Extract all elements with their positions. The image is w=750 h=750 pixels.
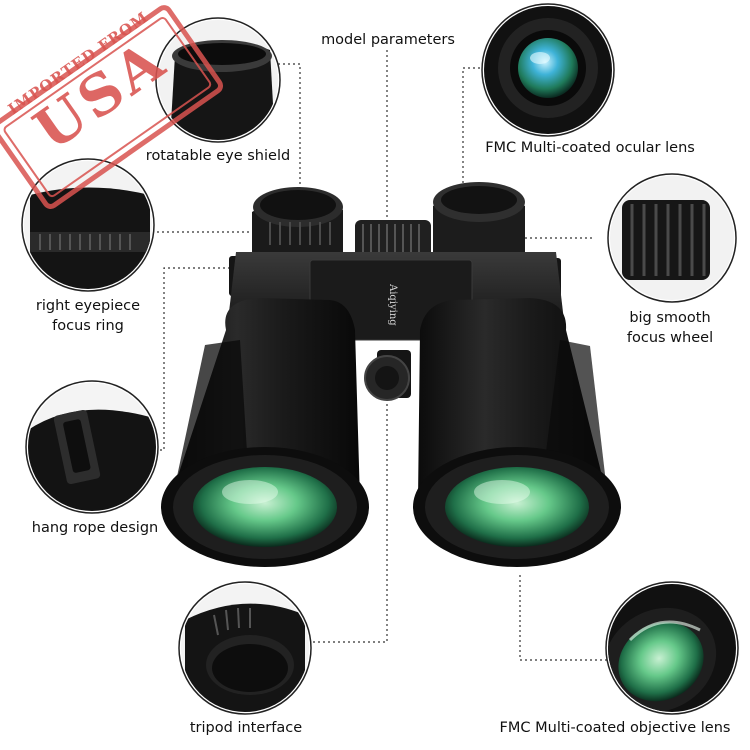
imported-from-usa-stamp (0, 5, 224, 209)
ocular-lens-detail (481, 3, 615, 137)
label-rotatable-eye-shield: rotatable eye shield (145, 148, 291, 164)
label-focus-wheel-line1: big smooth (629, 310, 711, 326)
label-objective-lens: FMC Multi-coated objective lens (499, 720, 731, 736)
label-model-parameters: model parameters (321, 32, 455, 48)
hang-rope-detail (25, 380, 159, 514)
connector-lines (150, 50, 607, 661)
tripod-detail (178, 581, 312, 715)
label-right-eyepiece-line1: right eyepiece (35, 298, 141, 314)
focus-wheel-detail (607, 173, 737, 303)
objective-lens-detail (605, 581, 739, 715)
label-tripod: tripod interface (189, 720, 303, 736)
label-focus-wheel-line2: focus wheel (626, 330, 714, 346)
label-ocular-lens: FMC Multi-coated ocular lens (485, 140, 695, 156)
label-hang-rope: hang rope design (31, 520, 159, 536)
label-right-eyepiece-line2: focus ring (52, 318, 124, 334)
binoculars-image (161, 182, 621, 567)
brand-logo-text: Aiqiying (387, 284, 398, 326)
eyepiece-ring-detail (21, 158, 155, 292)
